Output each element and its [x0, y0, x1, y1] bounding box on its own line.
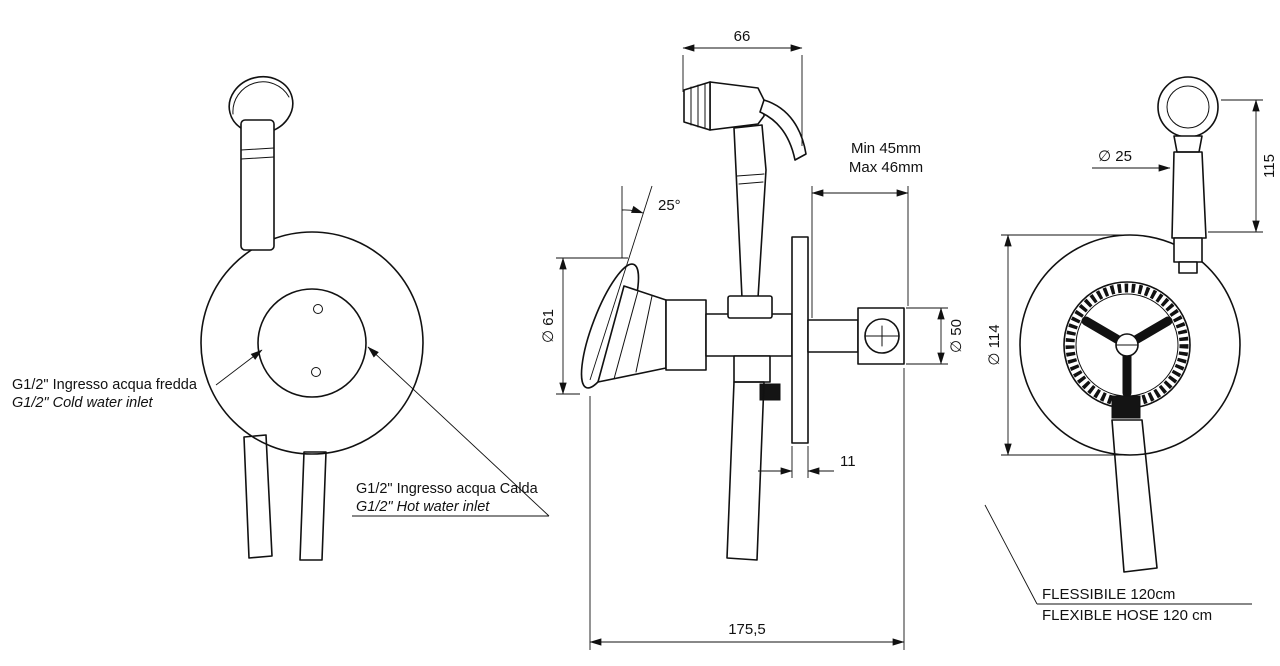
side-hose	[726, 381, 765, 561]
hand-shower-rear	[1157, 76, 1219, 274]
spray-nozzle-side	[683, 81, 711, 131]
dim-11: 11	[758, 446, 856, 478]
front-view: G1/2" Ingresso acqua fredda G1/2" Cold w…	[12, 75, 550, 561]
shower-grip-rear	[1171, 151, 1207, 239]
grip-detail-line-1	[240, 147, 275, 151]
handwheel-rear	[1063, 281, 1191, 409]
tube-nut-line-2	[738, 181, 764, 185]
dim-wall-max-label: Max 46mm	[849, 159, 923, 176]
cone-detail-2	[635, 295, 653, 373]
fless-leader-diagonal	[984, 504, 1038, 605]
dim-angle-label: 25°	[658, 197, 681, 214]
hot-leader-diagonal	[367, 346, 550, 517]
dim-61: ∅ 61	[540, 257, 628, 395]
shower-face-dots	[1166, 85, 1210, 129]
shower-grip-front	[240, 119, 275, 251]
dim-head-height-label: 115	[1261, 154, 1278, 178]
dim-1755: 175,5	[589, 368, 905, 650]
dim-minmax: Min 45mm Max 46mm	[811, 140, 923, 318]
mixer-cartridge-circle	[257, 288, 367, 398]
angle-arc	[621, 205, 644, 214]
hot-label-en: G1/2" Hot water inlet	[356, 499, 490, 515]
cold-water-annotation: G1/2" Ingresso acqua fredda G1/2" Cold w…	[12, 349, 263, 411]
dim-head-dia-label: ∅ 25	[1098, 148, 1132, 165]
dim-plate-dia-label: ∅ 114	[986, 324, 1003, 365]
spray-tube-side	[733, 124, 767, 299]
rear-hose	[1111, 419, 1158, 573]
hose-nut-black-rear	[1111, 395, 1141, 419]
wheel-knurl-ring	[1065, 283, 1189, 407]
dim-head-width-label: 66	[734, 28, 751, 45]
cone-detail-1	[613, 290, 639, 380]
valve-block-1	[665, 299, 707, 371]
dim-115: 115	[1208, 99, 1278, 233]
dim-66: 66	[682, 28, 803, 146]
cartridge-screw-top	[313, 304, 323, 314]
dim-plate-thickness-label: 11	[840, 453, 856, 470]
tube-nut-line-1	[736, 173, 765, 177]
shower-head-curve	[232, 81, 290, 115]
cartridge-screw-bottom	[311, 367, 321, 377]
dim-50: ∅ 50	[906, 307, 965, 365]
hose-nut-black	[759, 383, 781, 401]
shower-neck	[1173, 135, 1203, 153]
dim-wall-min-label: Min 45mm	[851, 140, 921, 157]
dim-body-dia-label: ∅ 50	[948, 319, 965, 353]
inwall-pipe	[807, 319, 859, 353]
dim-25dia: ∅ 25	[1092, 148, 1171, 172]
cold-leader-line	[215, 349, 263, 386]
angle-plane-line	[589, 185, 653, 381]
grip-detail-line-2	[240, 156, 275, 160]
spray-head-body-side	[709, 81, 765, 131]
flexible-hose-annotation: FLESSIBILE 120cm FLEXIBLE HOSE 120 cm	[984, 504, 1252, 624]
grip-base-step	[1178, 261, 1198, 274]
hose-label-it: FLESSIBILE 120cm	[1042, 586, 1175, 603]
wheel-adapter-cone	[597, 285, 667, 383]
wall-plate-side	[791, 236, 809, 444]
valve-block-2	[705, 313, 793, 357]
hot-label-it: G1/2" Ingresso acqua Calda	[356, 481, 539, 497]
hose-label-en: FLEXIBLE HOSE 120 cm	[1042, 607, 1212, 624]
wall-plate-outline	[200, 231, 424, 455]
cold-label-it: G1/2" Ingresso acqua fredda	[12, 377, 198, 393]
dim-overall-depth-label: 175,5	[728, 621, 766, 638]
front-hose-left	[243, 434, 273, 559]
grip-base-nut	[1173, 237, 1203, 263]
hot-water-annotation: G1/2" Ingresso acqua Calda G1/2" Hot wat…	[352, 346, 550, 517]
front-hose-right	[299, 451, 327, 561]
hose-connector-side	[733, 355, 771, 383]
cold-label-en: G1/2" Cold water inlet	[12, 395, 154, 411]
hand-shower-in-holder	[228, 75, 294, 251]
dim-114: ∅ 114	[986, 234, 1129, 456]
tube-base-nut	[727, 295, 773, 319]
side-view: 66 25° ∅ 61 Min 45mm Max 46mm	[540, 28, 965, 650]
wall-plate-outline-rear	[1019, 234, 1241, 456]
dim-handwheel-dia-label: ∅ 61	[540, 309, 557, 343]
dim-25deg: 25°	[589, 185, 681, 381]
spray-lever-side	[759, 99, 807, 161]
rear-view: ∅ 25 115 ∅ 114 FLESSIBILE 120cm FLEXIBLE…	[984, 76, 1278, 624]
